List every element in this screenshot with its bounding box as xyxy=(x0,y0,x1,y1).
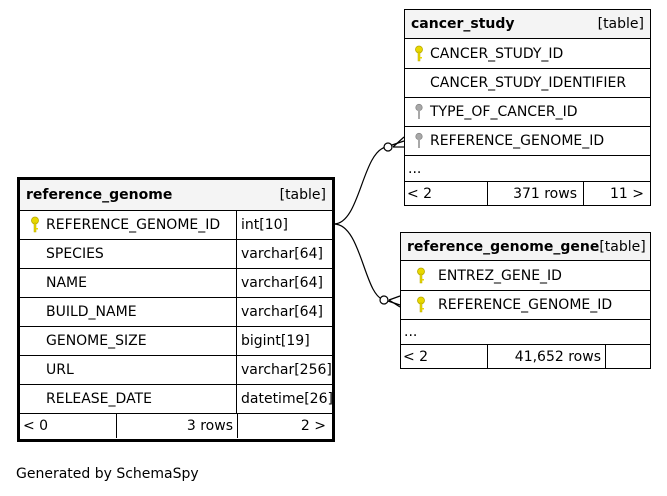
parents-link[interactable]: < 2 xyxy=(407,185,433,202)
row-count: 371 rows xyxy=(487,182,583,205)
column-row: CANCER_STUDY_IDENTIFIER xyxy=(405,69,650,98)
column-row: REFERENCE_GENOME_ID xyxy=(401,291,650,320)
relation-cancer-study-crow-a xyxy=(392,136,405,148)
table-header: reference_genome [table] xyxy=(20,180,332,211)
column-row: URL varchar[256] xyxy=(20,356,332,385)
column-row: SPECIES varchar[64] xyxy=(20,240,332,269)
column-name: REFERENCE_GENOME_ID xyxy=(438,297,613,313)
relation-gene-crow-b xyxy=(388,299,401,308)
foreign-key-icon xyxy=(408,132,430,150)
table-name: cancer_study xyxy=(411,16,515,32)
children-link[interactable] xyxy=(605,345,650,368)
ellipsis: ... xyxy=(404,324,418,340)
table-reference-genome-gene[interactable]: reference_genome_gene [table] ENTREZ_GEN… xyxy=(400,232,651,369)
column-row: TYPE_OF_CANCER_ID xyxy=(405,98,650,127)
table-kind: [table] xyxy=(597,16,644,32)
table-footer: < 2 371 rows 11 > xyxy=(405,182,650,205)
column-name: SPECIES xyxy=(46,246,104,262)
relation-gene-crow-a xyxy=(388,295,401,301)
relation-reference-genome-gene xyxy=(333,223,401,306)
relation-cancer-study xyxy=(333,140,405,225)
column-type: varchar[64] xyxy=(236,240,332,268)
more-columns-row: ... xyxy=(405,156,650,182)
table-cancer-study[interactable]: cancer_study [table] CANCER_STUDY_ID CAN… xyxy=(404,9,651,206)
table-reference-genome[interactable]: reference_genome [table] REFERENCE_GENOM… xyxy=(17,177,335,442)
column-type: varchar[64] xyxy=(236,269,332,297)
relation-gene-optional-marker xyxy=(379,295,389,305)
column-name: REFERENCE_GENOME_ID xyxy=(430,133,605,149)
column-row: REFERENCE_GENOME_ID int[10] xyxy=(20,211,332,240)
parents-link[interactable]: < 2 xyxy=(403,348,429,365)
column-row: NAME varchar[64] xyxy=(20,269,332,298)
table-footer: < 0 3 rows 2 > xyxy=(20,414,332,438)
table-name: reference_genome_gene xyxy=(407,238,600,255)
relation-cancer-study-optional-marker xyxy=(383,142,393,152)
children-link[interactable]: 11 > xyxy=(583,182,650,205)
column-name: RELEASE_DATE xyxy=(46,391,152,407)
parents-link[interactable]: < 0 xyxy=(23,418,49,434)
column-type: varchar[64] xyxy=(236,298,332,326)
table-header: reference_genome_gene [table] xyxy=(401,233,650,261)
children-link[interactable]: 2 > xyxy=(237,414,332,438)
table-name: reference_genome xyxy=(26,187,173,203)
more-columns-row: ... xyxy=(401,320,650,345)
column-type: bigint[19] xyxy=(236,327,332,355)
table-kind: [table] xyxy=(599,238,646,255)
generated-by-label: Generated by SchemaSpy xyxy=(16,466,199,482)
table-kind: [table] xyxy=(279,187,326,203)
column-name: BUILD_NAME xyxy=(46,304,137,320)
column-name: REFERENCE_GENOME_ID xyxy=(46,217,221,233)
column-name: URL xyxy=(46,362,74,378)
column-row: BUILD_NAME varchar[64] xyxy=(20,298,332,327)
column-type: int[10] xyxy=(236,211,332,239)
column-name: TYPE_OF_CANCER_ID xyxy=(430,104,578,120)
column-name: GENOME_SIZE xyxy=(46,333,147,349)
column-name: NAME xyxy=(46,275,87,291)
column-row: GENOME_SIZE bigint[19] xyxy=(20,327,332,356)
table-footer: < 2 41,652 rows xyxy=(401,345,650,368)
column-type: datetime[26] xyxy=(236,385,333,413)
row-count: 41,652 rows xyxy=(487,345,605,368)
column-type: varchar[256] xyxy=(236,356,332,384)
column-row: RELEASE_DATE datetime[26] xyxy=(20,385,333,414)
column-name: CANCER_STUDY_ID xyxy=(430,45,564,62)
row-count: 3 rows xyxy=(116,414,237,438)
foreign-key-icon xyxy=(408,103,430,121)
primary-key-icon xyxy=(408,45,430,63)
column-row: CANCER_STUDY_ID xyxy=(405,39,650,69)
column-row: ENTREZ_GENE_ID xyxy=(401,261,650,291)
column-name: CANCER_STUDY_IDENTIFIER xyxy=(430,75,627,91)
table-header: cancer_study [table] xyxy=(405,10,650,39)
primary-key-icon xyxy=(404,296,438,314)
column-row: REFERENCE_GENOME_ID xyxy=(405,127,650,156)
ellipsis: ... xyxy=(408,160,422,177)
primary-key-icon xyxy=(404,267,438,285)
primary-key-icon xyxy=(24,216,46,234)
column-name: ENTREZ_GENE_ID xyxy=(438,267,562,284)
